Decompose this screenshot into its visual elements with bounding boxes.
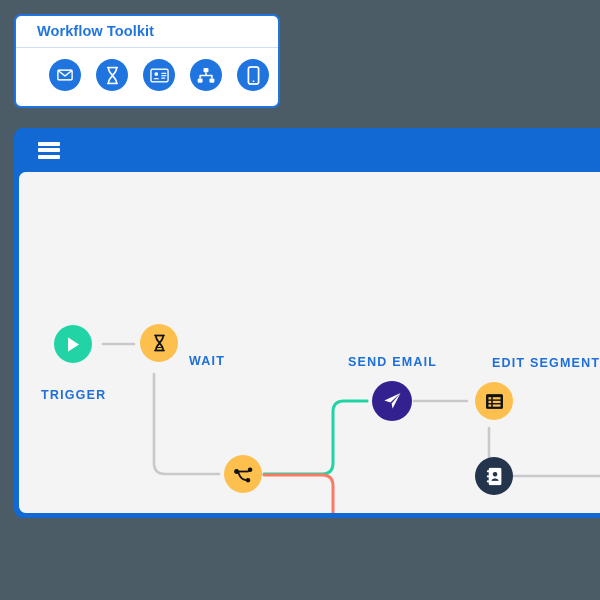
node-send-email[interactable]	[372, 381, 412, 421]
envelope-icon[interactable]	[49, 59, 81, 91]
contact-book-icon	[486, 467, 501, 485]
toolkit-icon-row	[16, 48, 278, 91]
node-update-contact[interactable]	[475, 457, 513, 495]
node-label-send-email: SEND EMAIL	[348, 355, 438, 369]
node-edit-segment[interactable]	[475, 382, 513, 420]
node-trigger[interactable]	[54, 325, 92, 363]
toolkit-title-bar: Workflow Toolkit	[16, 16, 278, 48]
play-icon	[68, 336, 79, 352]
mobile-phone-icon[interactable]	[237, 59, 269, 91]
workflow-app-window: TRIGGER WAIT YES / NO	[14, 128, 600, 518]
paper-plane-icon	[384, 393, 401, 409]
toolkit-title: Workflow Toolkit	[37, 23, 155, 40]
node-label-edit-segment: EDIT SEGMENT	[492, 356, 600, 370]
connector-yesno-to-send-sms	[262, 473, 335, 513]
node-label-wait: WAIT	[189, 354, 226, 368]
connector-yesno-to-send-email	[262, 399, 369, 476]
connector-layer	[101, 342, 600, 513]
workflow-canvas[interactable]: TRIGGER WAIT YES / NO	[19, 172, 600, 513]
hamburger-menu-icon[interactable]	[38, 141, 60, 159]
list-icon	[485, 393, 503, 409]
window-header	[14, 128, 600, 172]
node-yes-no[interactable]	[224, 455, 262, 493]
connector-wait-to-yesno	[152, 372, 221, 476]
node-label-trigger: TRIGGER	[41, 388, 107, 402]
hourglass-icon	[153, 334, 165, 352]
sitemap-icon[interactable]	[190, 59, 222, 91]
contact-card-icon[interactable]	[143, 59, 175, 91]
branch-icon	[233, 467, 252, 482]
node-wait[interactable]	[140, 324, 178, 362]
workflow-toolkit-panel: Workflow Toolkit	[14, 14, 280, 108]
hourglass-icon[interactable]	[96, 59, 128, 91]
